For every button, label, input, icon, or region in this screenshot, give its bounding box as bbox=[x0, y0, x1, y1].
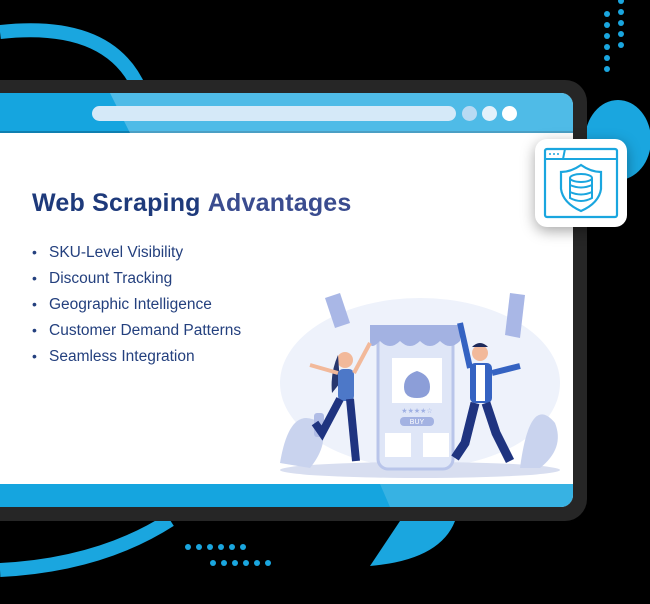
title-part-2: Advantages bbox=[207, 189, 352, 217]
list-item: •Customer Demand Patterns bbox=[32, 322, 242, 339]
browser-window: Web Scraping Advantages •SKU-Level Visib… bbox=[0, 93, 573, 507]
security-badge bbox=[535, 139, 627, 227]
window-dot-icon bbox=[502, 106, 517, 121]
window-dot-icon bbox=[482, 106, 497, 121]
page-title: Web Scraping Advantages bbox=[32, 189, 352, 218]
list-item: •SKU-Level Visibility bbox=[32, 244, 184, 261]
list-item: •Discount Tracking bbox=[32, 270, 173, 287]
advantages-list: •SKU-Level Visibility •Discount Tracking… bbox=[32, 239, 241, 369]
dot-pattern-top-right bbox=[0, 0, 650, 80]
buy-label: BUY bbox=[410, 419, 425, 426]
window-dot-icon bbox=[462, 106, 477, 121]
browser-bottom-bar bbox=[0, 484, 573, 507]
shopping-illustration: ★★★★☆ BUY bbox=[280, 293, 560, 478]
address-bar bbox=[92, 106, 456, 121]
svg-text:★★★★☆: ★★★★☆ bbox=[401, 407, 432, 415]
title-part-1: Web Scraping bbox=[32, 189, 201, 217]
list-item: •Seamless Integration bbox=[32, 348, 195, 365]
dot-pattern-bottom bbox=[0, 530, 650, 580]
shield-database-icon bbox=[543, 147, 619, 219]
browser-top-bar bbox=[0, 93, 573, 133]
list-item: •Geographic Intelligence bbox=[32, 296, 212, 313]
